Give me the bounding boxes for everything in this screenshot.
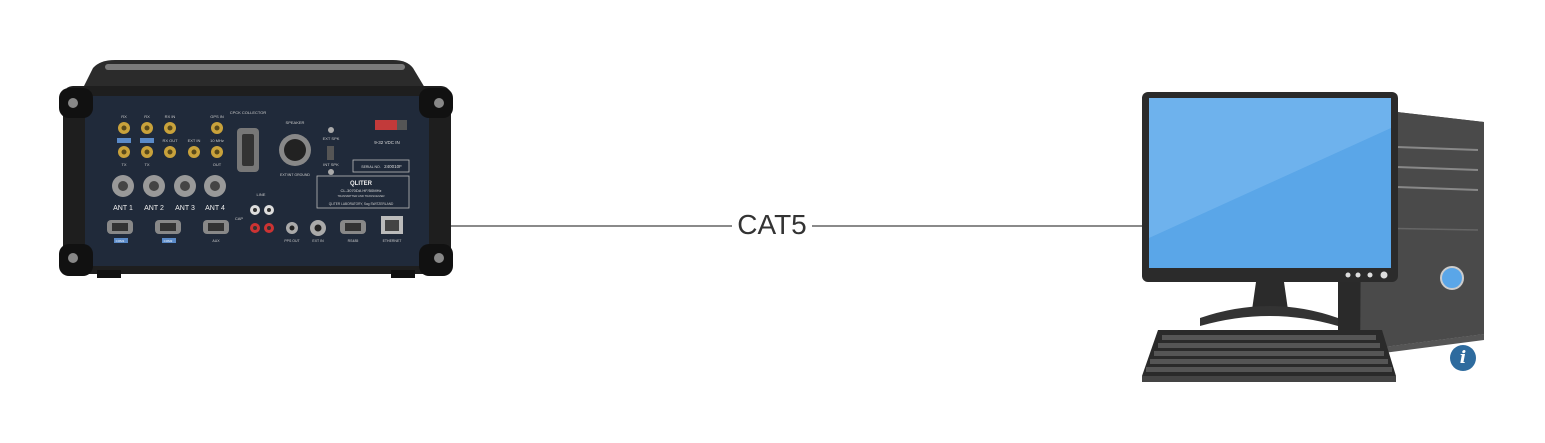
collector-label: CPCK COLLECTOR bbox=[230, 110, 267, 115]
speaker-label: SPEAKER bbox=[286, 120, 305, 125]
int-spk-label: INT SPK bbox=[323, 162, 339, 167]
port-label: RS485 bbox=[348, 239, 359, 243]
computer-monitor bbox=[1142, 92, 1398, 326]
connection-label: CAT5 bbox=[732, 208, 812, 242]
connector-label: TX bbox=[121, 162, 126, 167]
power-connector bbox=[375, 120, 397, 130]
port-label: EXT IN bbox=[312, 239, 324, 243]
port-label: COM1 bbox=[116, 239, 125, 243]
connector-label: GPS IN bbox=[210, 114, 224, 119]
computer-keyboard bbox=[1142, 330, 1396, 382]
ground-label: EXT/INT GROUND bbox=[280, 173, 310, 177]
bottom-ports bbox=[107, 216, 403, 236]
maker-label: QLITER LABORATORY, Sag SWITZERLAND bbox=[329, 202, 394, 206]
radio-receiver-device[interactable]: RX RX RX IN GPS IN TX TX RX OUT EXT IN 1… bbox=[55, 58, 457, 280]
brand-name: QLITER bbox=[350, 181, 373, 187]
port-label: AUX bbox=[212, 239, 220, 243]
brand-plate bbox=[316, 175, 410, 209]
serial-value: 240010F bbox=[384, 164, 402, 169]
model-sub: TRANSMITTER AND TRANSCEIVER bbox=[337, 194, 384, 198]
connector-label: 10 MHz bbox=[210, 138, 224, 143]
sma-connectors-row-2 bbox=[118, 146, 223, 158]
cap-label: CAP bbox=[235, 216, 244, 221]
ext-spk-label: EXT SPK bbox=[323, 136, 340, 141]
connector-label: RX IN bbox=[165, 114, 176, 119]
info-icon[interactable]: i bbox=[1450, 345, 1476, 371]
connector-label: EXT IN bbox=[188, 138, 201, 143]
connector-label: TX bbox=[144, 162, 149, 167]
port-label: COM2 bbox=[164, 239, 173, 243]
power-label: 9-32 VDC IN bbox=[374, 140, 400, 145]
antenna-label: ANT 3 bbox=[175, 205, 195, 212]
connector-label: RX bbox=[121, 114, 127, 119]
connector-label: OUT bbox=[213, 162, 222, 167]
connector-label: RX OUT bbox=[162, 138, 178, 143]
model-name: CL-3070DA HF/50MHz bbox=[341, 188, 382, 193]
antenna-label: ANT 4 bbox=[205, 205, 225, 212]
port-label: ETHERNET bbox=[383, 239, 403, 243]
desktop-computer[interactable] bbox=[1138, 88, 1488, 384]
antenna-label: ANT 2 bbox=[144, 205, 164, 212]
antenna-label: ANT 1 bbox=[113, 205, 133, 212]
connector-label: RX bbox=[144, 114, 150, 119]
antenna-connectors bbox=[112, 175, 226, 197]
line-label: LINE bbox=[257, 192, 266, 197]
serial-label: SERIAL NO. bbox=[361, 165, 381, 169]
sma-connectors-row-1 bbox=[118, 122, 223, 134]
port-label: PPS OUT bbox=[284, 239, 300, 243]
